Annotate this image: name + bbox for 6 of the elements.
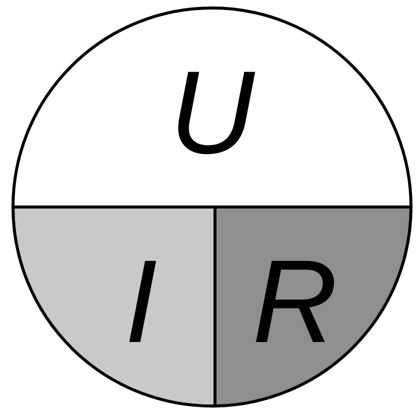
circle-segment (215, 207, 411, 406)
quantity-symbol: R (252, 243, 338, 361)
circle-segment (13, 8, 411, 207)
circle-segment (13, 207, 215, 406)
quantity-symbol: I (124, 243, 158, 361)
quantity-symbol: U (169, 54, 255, 172)
